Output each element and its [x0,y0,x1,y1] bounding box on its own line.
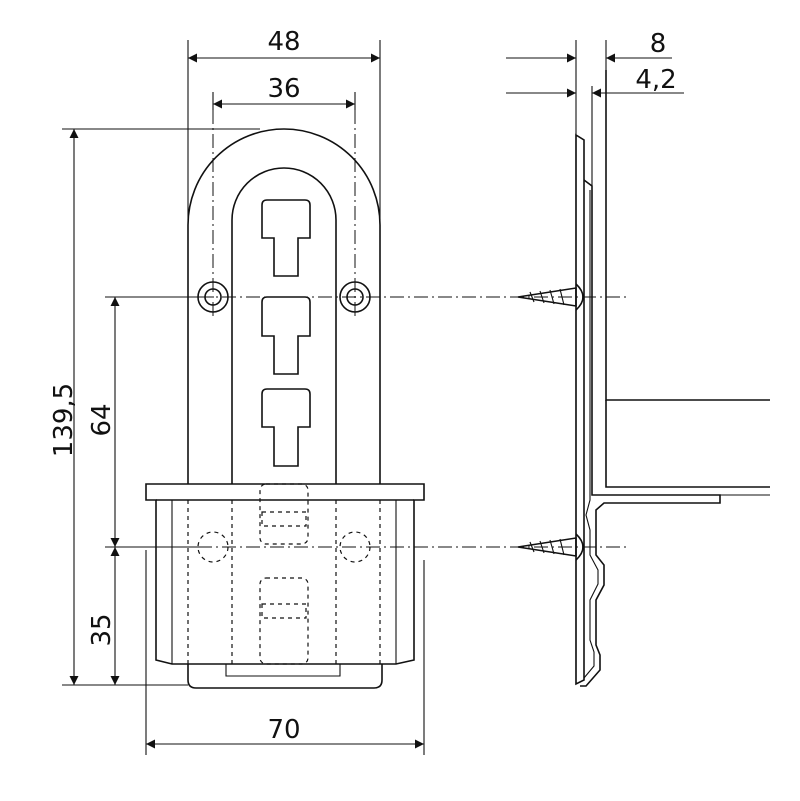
dim-label-139-5: 139,5 [49,383,79,457]
plate-outline [187,128,381,488]
dimension-70: 70 [145,550,425,755]
dim-label-36: 36 [267,74,300,104]
bottom-clip [187,664,383,689]
dimension-36: 36 [212,74,356,110]
dimension-35: 35 [87,547,120,685]
dim-label-48: 48 [267,27,300,57]
dimension-64: 64 [87,296,198,548]
dimension-139-5: 139,5 [49,128,260,686]
keyhole-slot-2 [261,296,311,375]
dimension-4-2: 4,2 [506,65,684,186]
inner-slot [231,167,337,488]
side-bracket-profile [580,179,721,687]
dim-label-35: 35 [87,613,117,646]
keyhole-slot-3 [261,388,311,467]
dim-label-70: 70 [267,715,300,745]
dimension-8: 8 [506,29,672,135]
dim-label-64: 64 [87,403,117,436]
keyhole-slot-1 [261,199,311,277]
screw-upper [517,283,584,311]
screw-lower [517,533,584,561]
side-view [517,70,770,687]
dimension-48: 48 [187,27,381,220]
dim-label-8: 8 [650,29,667,59]
side-wall-plate [575,133,585,686]
dim-label-4-2: 4,2 [635,65,676,95]
front-view [145,110,628,689]
side-shelf [605,70,770,401]
